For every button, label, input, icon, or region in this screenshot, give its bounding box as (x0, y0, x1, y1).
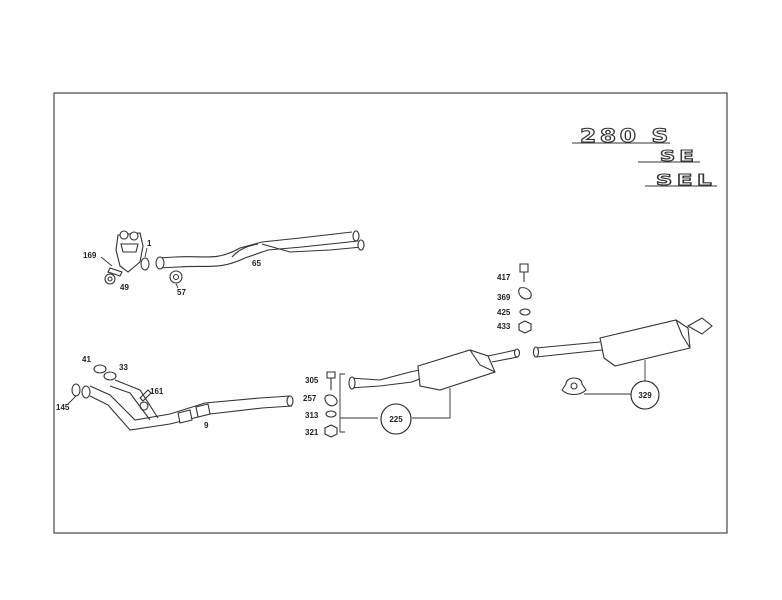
emblem-se: SE (660, 147, 698, 165)
callout-label-329: 329 (638, 391, 652, 400)
part-label-369: 369 (497, 293, 511, 302)
lower-exhaust-pipe-group (67, 364, 294, 431)
upper-exhaust-pipe-group (100, 230, 365, 289)
part-label-433: 433 (497, 322, 511, 331)
model-emblems: 280 S SE SEL (572, 124, 717, 190)
callout-329: 329 (630, 380, 660, 410)
part-label-65: 65 (252, 259, 261, 268)
part-label-9: 9 (204, 421, 209, 430)
part-label-145: 145 (56, 403, 70, 412)
part-label-417: 417 (497, 273, 511, 282)
callout-label-225: 225 (389, 415, 403, 424)
part-label-257: 257 (303, 394, 317, 403)
part-label-57: 57 (177, 288, 186, 297)
part-label-425: 425 (497, 308, 511, 317)
part-label-49: 49 (120, 283, 129, 292)
part-label-313: 313 (305, 411, 319, 420)
part-label-305: 305 (305, 376, 319, 385)
part-label-161: 161 (150, 387, 164, 396)
diagram-frame (53, 92, 728, 534)
part-label-1: 1 (147, 239, 152, 248)
rear-muffler-group (518, 263, 713, 396)
part-label-169: 169 (83, 251, 97, 260)
emblem-sel: SEL (656, 171, 716, 189)
part-label-321: 321 (305, 428, 319, 437)
emblem-280s: 280 S (580, 125, 672, 147)
callout-225: 225 (380, 403, 412, 435)
center-muffler-group (324, 348, 521, 438)
part-label-33: 33 (119, 363, 128, 372)
part-label-41: 41 (82, 355, 91, 364)
